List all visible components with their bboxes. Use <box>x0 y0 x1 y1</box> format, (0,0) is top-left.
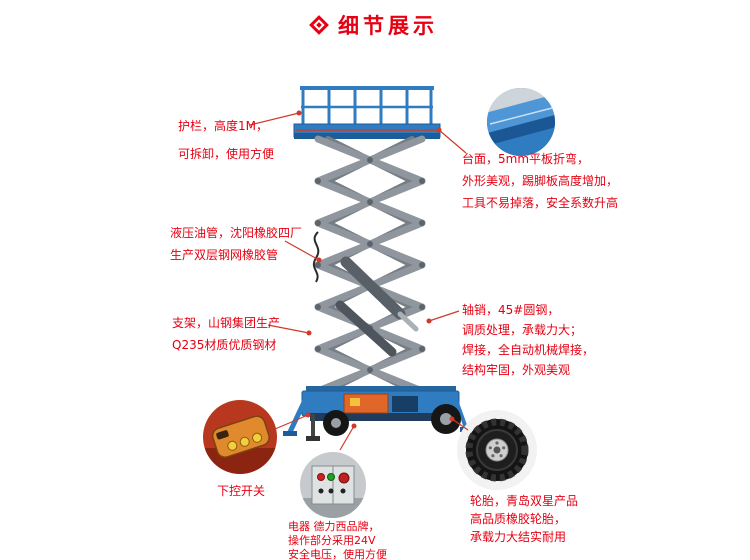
callout-electrics-line3: 安全电压，使用方便 <box>288 548 387 560</box>
chassis <box>301 386 460 421</box>
platform-detail-photo <box>487 88 555 156</box>
callout-hose-line2: 生产双层钢网橡胶管 <box>170 248 279 262</box>
callout-platform: 台面，5mm平板折弯， 外形美观，踢脚板高度增加， 工具不易掉落，安全系数升高 <box>462 148 618 214</box>
callout-tires-line3: 承载力大结实耐用 <box>470 530 567 544</box>
remote-switch-label: 下控开关 <box>216 484 265 498</box>
callout-guardrail-line2: 可拆卸，使用方便 <box>178 147 275 161</box>
callout-lines <box>249 110 469 451</box>
callout-frame-line1: 支架，山钢集团生产 <box>172 316 281 330</box>
section-header: 细节展示 <box>0 10 750 40</box>
callout-electrics-line2: 操作部分采用24V <box>288 534 376 547</box>
callout-tires-line1: 轮胎，青岛双星产品 <box>470 494 579 508</box>
guardrail <box>300 86 434 126</box>
callout-pin-line1: 轴销，45#圆钢， <box>462 303 560 317</box>
front-wheel <box>431 404 461 434</box>
callout-guardrail: 护栏，高度1M， 可拆卸，使用方便 <box>178 112 274 168</box>
electric-box-photo <box>300 452 366 518</box>
pivot-pins <box>315 157 425 373</box>
callout-support-frame: 支架，山钢集团生产 Q235材质优质钢材 <box>172 312 280 356</box>
callout-hydraulic-hose: 液压油管，沈阳橡胶四厂 生产双层钢网橡胶管 <box>170 222 302 266</box>
callout-axle-pin: 轴销，45#圆钢， 调质处理，承载力大； 焊接，全自动机械焊接， 结构牢固，外观… <box>462 300 594 380</box>
callout-tires-line2: 高品质橡胶轮胎， <box>470 512 567 526</box>
rear-wheel <box>323 410 349 436</box>
diamond-icon <box>309 15 329 35</box>
callout-pin-line2: 调质处理，承载力大； <box>462 323 583 337</box>
callout-platform-line2: 外形美观，踢脚板高度增加， <box>462 174 619 188</box>
tire-photo <box>457 410 537 490</box>
callout-remote-switch-label: 下控开关 <box>208 482 274 499</box>
callout-tires: 轮胎，青岛双星产品 高品质橡胶轮胎， 承载力大结实耐用 <box>470 492 578 546</box>
callout-pin-line3: 焊接，全自动机械焊接， <box>462 343 595 357</box>
scissor-arms-rear <box>325 136 415 394</box>
callout-platform-line3: 工具不易掉落，安全系数升高 <box>462 196 619 210</box>
callout-frame-line2: Q235材质优质钢材 <box>172 338 277 352</box>
remote-control-photo <box>203 400 277 474</box>
callout-pin-line4: 结构牢固，外观美观 <box>462 363 571 377</box>
page-title: 细节展示 <box>338 14 438 38</box>
callout-guardrail-line1: 护栏，高度1M， <box>178 119 268 133</box>
callout-platform-line1: 台面，5mm平板折弯， <box>462 152 590 166</box>
hydraulic-cylinders <box>335 256 419 357</box>
callout-hose-line1: 液压油管，沈阳橡胶四厂 <box>170 226 303 240</box>
callout-electrics: 电器 德力西品牌， 操作部分采用24V 安全电压，使用方便 <box>288 520 387 560</box>
callout-electrics-line1: 电器 德力西品牌， <box>288 520 380 533</box>
